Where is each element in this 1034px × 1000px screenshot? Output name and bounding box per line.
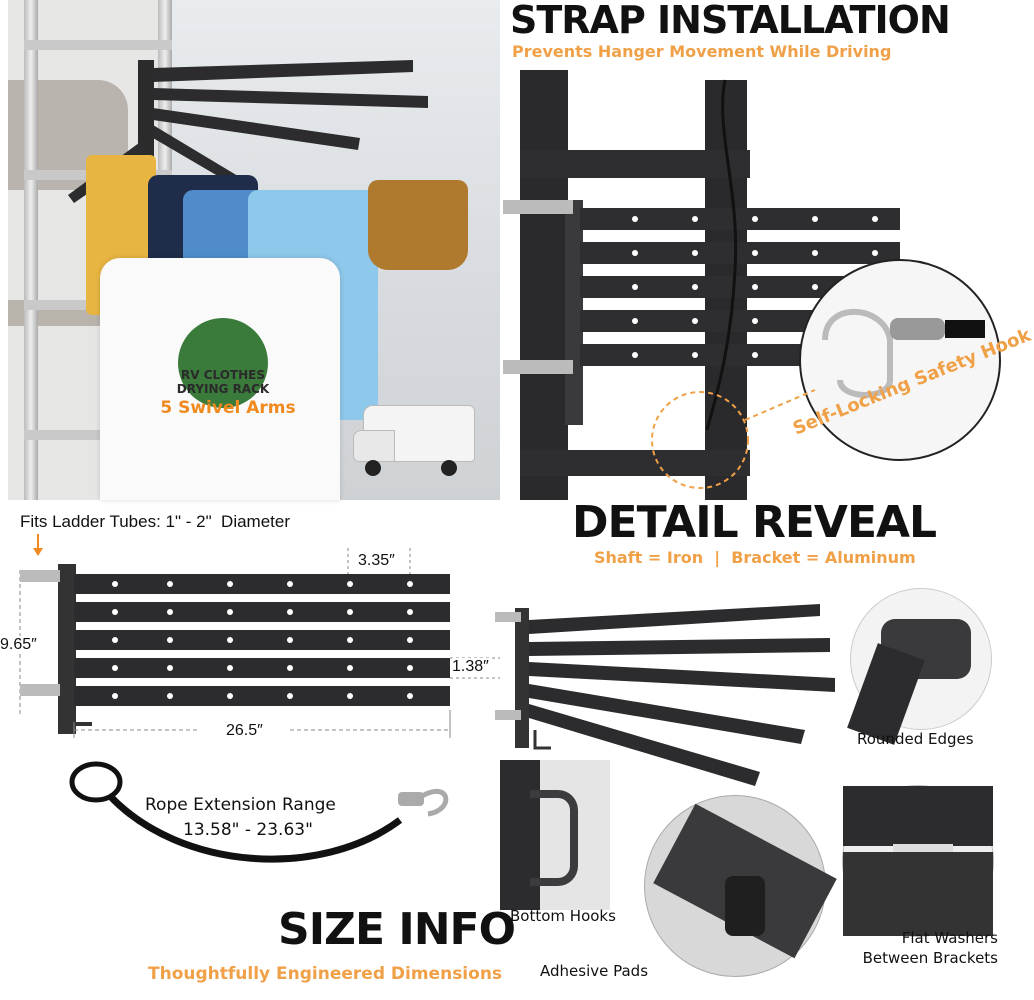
- ladder-rung: [24, 40, 172, 50]
- detail-title: DETAIL REVEAL: [572, 497, 937, 548]
- size-diagram: [19, 534, 500, 738]
- detail-subtitle: Shaft = Iron | Bracket = Aluminum: [594, 548, 916, 567]
- badge-line-1: RV CLOTHES: [181, 368, 265, 382]
- dim-arm: 1.38″: [452, 658, 489, 676]
- badge-line-3: 5 Swivel Arms: [160, 398, 296, 418]
- dim-length: 26.5″: [226, 722, 263, 739]
- rope-range: 13.58" - 23.63": [183, 820, 313, 840]
- detail-rack: [495, 604, 835, 786]
- dim-height: 9.65″: [0, 636, 37, 654]
- strap-title: STRAP INSTALLATION: [510, 0, 951, 42]
- rope-illustration: [69, 761, 449, 863]
- ladder-rung: [24, 430, 172, 440]
- adhesive-pads-photo: [644, 795, 837, 977]
- boots: [368, 180, 468, 270]
- bottom-hooks-photo: [500, 760, 610, 910]
- rope-label: Rope Extension Range: [145, 795, 336, 815]
- flat-washers-photo: [842, 785, 994, 937]
- fits-label: Fits Ladder Tubes: 1" - 2" Diameter: [20, 512, 291, 531]
- strap-subtitle: Prevents Hanger Movement While Driving: [512, 42, 892, 61]
- feature-rounded-edges: Rounded Edges: [857, 730, 974, 748]
- hero-photo: RV CLOTHES DRYING RACK 5 Swivel Arms: [8, 0, 500, 500]
- dim-top: 3.35″: [358, 552, 395, 569]
- size-subtitle: Thoughtfully Engineered Dimensions: [148, 964, 503, 984]
- badge-line-2: DRYING RACK: [176, 382, 270, 396]
- rounded-edges-photo: [847, 588, 992, 745]
- feature-flat-washers: Flat Washers Between Brackets: [862, 929, 998, 967]
- ladder-rail-left: [24, 0, 38, 500]
- rv-badge: [178, 318, 268, 408]
- size-title: SIZE INFO: [278, 904, 516, 955]
- feature-adhesive-pads: Adhesive Pads: [540, 962, 649, 980]
- feature-bottom-hooks: Bottom Hooks: [510, 907, 616, 925]
- rv-vehicle: [353, 400, 478, 476]
- strap-photo: [503, 70, 1001, 500]
